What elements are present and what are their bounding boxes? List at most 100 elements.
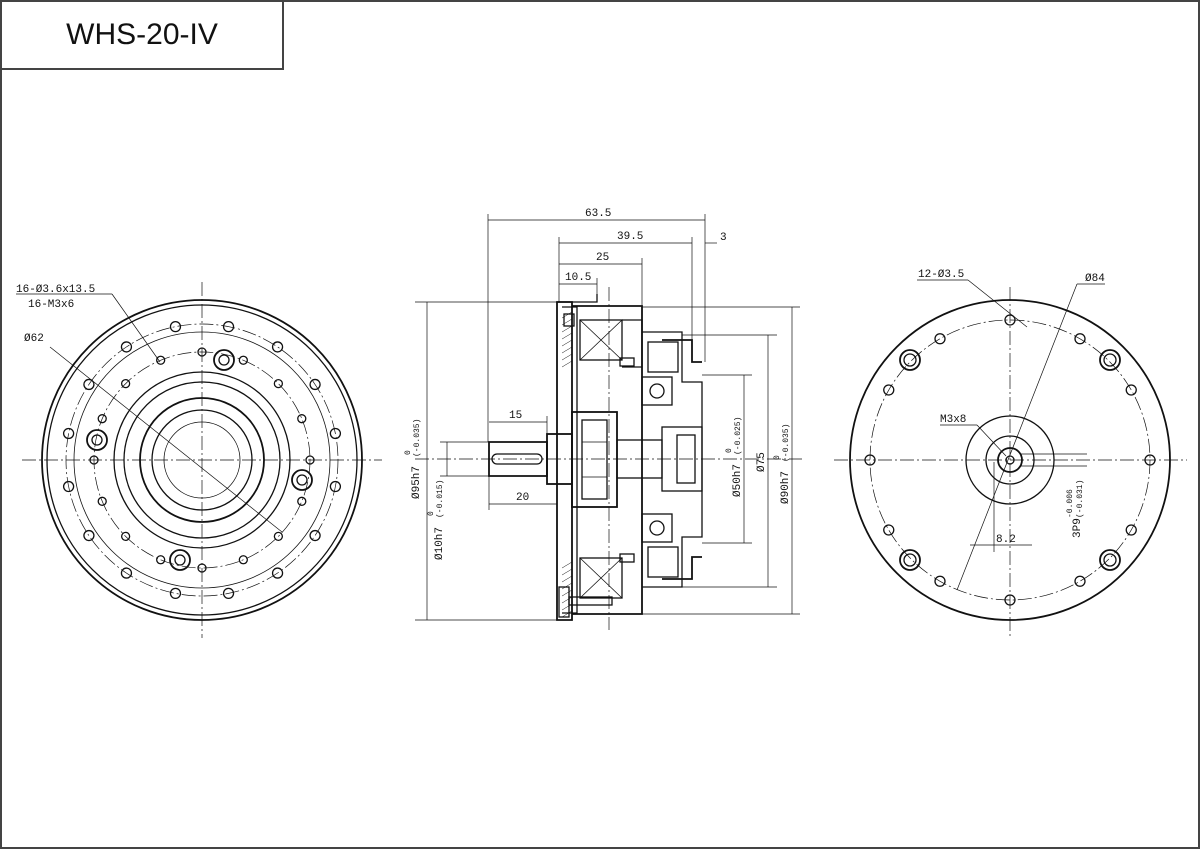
front-outer-hole: [329, 480, 342, 493]
front-outer-hole: [120, 341, 133, 353]
rear-bolt-circle: [869, 319, 1151, 601]
rear-view: [834, 279, 1187, 637]
front-outer-hole: [120, 567, 133, 579]
rear-bolt-hole: [864, 454, 876, 466]
rear-holes-leader: [967, 279, 1028, 328]
front-inner-hole: [97, 414, 107, 424]
overall-length-label: 63.5: [585, 208, 611, 220]
hub-diameter-label: Ø50h7: [732, 464, 744, 497]
length-b-label: 39.5: [617, 231, 643, 243]
hatch-line: [561, 332, 573, 340]
front-inner-hole: [120, 378, 131, 389]
rear-bolt-hole: [1144, 454, 1156, 466]
rear-bolt-hole: [1004, 594, 1016, 606]
front-outer-hole: [271, 341, 284, 353]
shaft-length-label: 20: [516, 492, 529, 504]
front-flange-edge: [73, 331, 331, 589]
front-pitch-leader: [49, 346, 283, 533]
front-holes-label: 16-Ø3.6x13.5: [16, 284, 95, 296]
rear-pin-core: [1103, 353, 1117, 367]
hatch-line: [561, 346, 573, 354]
hub-tolerance-zero: 0: [725, 448, 734, 453]
rear-bolt-hole: [1125, 524, 1137, 536]
front-inner-hole: [89, 455, 99, 465]
front-inner-hole: [97, 496, 107, 506]
rear-bolt-hole: [1004, 314, 1016, 326]
rear-bolt-hole: [1125, 384, 1137, 396]
front-pin-core: [218, 354, 230, 366]
hatch-line: [561, 610, 573, 618]
rear-bolt-hole: [883, 384, 895, 396]
front-outer-hole: [83, 378, 95, 391]
flange-diameter-label: Ø90h7: [780, 471, 792, 504]
front-outer-hole: [83, 529, 95, 542]
shaft-tolerance-zero: 0: [427, 511, 436, 516]
hatch-line: [561, 325, 573, 333]
rear-bolt-hole: [1074, 575, 1086, 587]
front-pin-core: [174, 554, 186, 566]
rear-pin-core: [903, 553, 917, 567]
front-outer-hole: [169, 320, 182, 333]
front-threads-label: 16-M3x6: [28, 299, 74, 311]
hub-tolerance-label: (-0.025): [734, 417, 743, 455]
hatch-line: [561, 561, 573, 569]
front-bore: [163, 421, 241, 499]
front-hub-ring-3: [139, 397, 265, 523]
hatch-line: [561, 596, 573, 604]
front-pin: [169, 549, 191, 571]
front-pin: [213, 349, 235, 371]
front-outer-hole: [62, 480, 75, 493]
rear-bolt-hole: [883, 524, 895, 536]
front-outer-hole: [169, 587, 182, 600]
length-c-label: 25: [596, 252, 609, 264]
rear-key-tol-lower: (-0.031): [1076, 480, 1085, 518]
rear-pitch-label: Ø84: [1085, 273, 1105, 285]
front-hub-ring-2: [123, 381, 281, 539]
rear-thread-hole: [1005, 455, 1015, 465]
shaft-key-label: 15: [509, 410, 522, 422]
side-view: 63.5 39.5 3 25 10.5 15 20: [404, 208, 802, 630]
hatch-line: [561, 568, 573, 576]
front-inner-hole: [156, 555, 166, 565]
rear-pin-core: [903, 353, 917, 367]
hatch-line: [561, 339, 573, 347]
outer-tolerance-zero: 0: [404, 450, 413, 455]
rear-pin: [1099, 349, 1121, 371]
front-inner-hole: [156, 355, 166, 365]
hatch-line: [561, 589, 573, 597]
rear-thread-label: M3x8: [940, 414, 966, 426]
rear-hub-inner: [985, 435, 1035, 485]
front-inner-hole: [273, 378, 284, 389]
front-inner-hole: [238, 355, 248, 365]
shaft-diameter-label: Ø10h7: [434, 527, 446, 560]
front-outer-hole: [309, 529, 321, 542]
rear-holes-label: 12-Ø3.5: [918, 269, 964, 281]
hatch-line: [561, 582, 573, 590]
offset-label: 3: [720, 232, 727, 244]
hatch-line: [561, 360, 573, 368]
rear-outer-rim: [849, 299, 1171, 621]
rear-thread-leader: [976, 424, 1007, 457]
rear-pin: [899, 549, 921, 571]
rear-pitch-leader: [956, 283, 1078, 591]
shaft-tolerance-label: (-0.015): [436, 480, 445, 518]
front-outer-hole: [309, 378, 321, 391]
rear-hub-outer: [965, 415, 1055, 505]
rear-key-depth-label: 8.2: [996, 534, 1016, 546]
rear-pin: [899, 349, 921, 371]
front-outer-rim-inner: [46, 304, 358, 616]
front-pin: [291, 469, 313, 491]
front-inner-hole: [273, 531, 284, 542]
front-outer-hole: [222, 320, 235, 333]
flange-tolerance-label: (-0.035): [782, 424, 791, 462]
front-outer-hole: [271, 567, 284, 579]
front-pitch-label: Ø62: [24, 333, 44, 345]
front-hub-ring-4: [151, 409, 253, 511]
hatch-line: [561, 575, 573, 583]
rear-pin: [1099, 549, 1121, 571]
rear-bolt-hole: [934, 333, 946, 345]
rear-key-tol-upper: -0.006: [1066, 489, 1075, 518]
front-inner-hole: [238, 555, 248, 565]
